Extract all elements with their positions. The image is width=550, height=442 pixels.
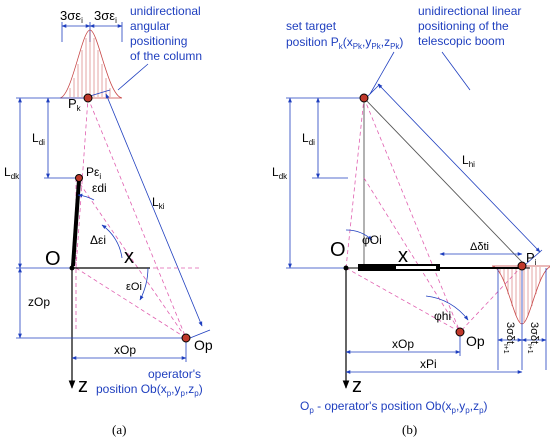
linear-note-line1-b: unidirectional linear [418, 4, 521, 18]
op-point-a [181, 333, 191, 343]
operator-note-b: Op - operator's position Ob(xp,yp,zp) [300, 399, 488, 415]
delta-arc-a [101, 224, 123, 259]
operator-line2-a: position Ob(xp,yp,zp) [96, 382, 203, 398]
z-axis-label-b: z [352, 375, 362, 397]
xop-label-a: xOp [114, 343, 136, 357]
pk-point-b [359, 93, 369, 103]
linear-note-line3-b: telescopic boom [418, 34, 505, 48]
angular-distribution-a [59, 29, 123, 99]
sigma-label-right-b: 3σδti+1 [526, 322, 540, 354]
eoi-arc-a [139, 267, 149, 301]
edi-label-a: εdi [92, 181, 107, 195]
operator-line1-a: operator's [148, 367, 201, 381]
pi-label-b: Pi [526, 250, 537, 267]
annotation-note-a: unidirectional angular positioning of th… [130, 4, 202, 63]
note-a-line2: angular [130, 19, 170, 33]
target-note-b: set target position Pk(xPk,yPk,zPk) [286, 19, 403, 51]
op-dimensions-b [345, 334, 523, 374]
panel-b: set target position Pk(xPk,yPk,zPk) unid… [272, 4, 550, 437]
dimension-lines-b [286, 83, 543, 269]
op-dimensions-a [16, 267, 187, 362]
origin-point-a [69, 265, 75, 271]
phi-oi-label-b: φOi [362, 233, 382, 247]
delta-label-a: Δεi [90, 233, 106, 247]
caption-a: (a) [112, 422, 126, 437]
linear-note-leader-b [441, 51, 471, 91]
x-axis-label-b: x [398, 245, 408, 267]
pe-label-a: Pεi [86, 165, 101, 181]
sigma-dimensions-a [61, 22, 123, 42]
note-a-line4: of the column [130, 49, 202, 63]
target-line1-b: set target [286, 19, 337, 33]
linear-distribution-b [491, 265, 550, 370]
op-label-b: Op [466, 333, 485, 349]
construction-lines-b [345, 97, 523, 333]
linear-note-b: unidirectional linear positioning of the… [418, 4, 521, 48]
pk-label-a: Pk [68, 96, 82, 113]
origin-label-b: O [330, 239, 346, 261]
xpi-label-b: xPi [420, 357, 437, 371]
zop-label-a: zOp [28, 295, 50, 309]
eoi-label-a: εOi [126, 281, 142, 293]
pe-point-a [75, 174, 83, 182]
sigma-label-left-b: 3σδti+1 [502, 322, 516, 354]
ldi-label-a: Ldi [32, 131, 45, 147]
phi-hi-arc-b [425, 295, 469, 321]
phi-hi-label-b: φhi [434, 309, 451, 323]
target-line2-b: position Pk(xPk,yPk,zPk) [286, 35, 403, 51]
xop-label-b: xOp [392, 337, 414, 351]
x-axis-label-a: x [124, 246, 134, 268]
note-a-line3: positioning [130, 34, 187, 48]
construction-lines-a [75, 97, 200, 339]
origin-point-b [343, 265, 349, 271]
note-a-line1: unidirectional [130, 4, 201, 18]
origin-label-a: O [45, 248, 61, 270]
lhi-label-b: Lhi [462, 153, 475, 169]
z-axis-label-a: z [78, 375, 88, 397]
linear-note-line2-b: positioning of the [418, 19, 509, 33]
dimension-lines-a [16, 89, 211, 339]
phi-oi-arc-b [345, 229, 373, 241]
sigma-label-right-a: 3σεi [94, 8, 117, 25]
pk-point-a [83, 93, 93, 103]
ldk-label-a: Ldk [4, 165, 20, 181]
boom-slot-b [396, 266, 436, 269]
panel-a: 3σεi 3σεi unidirectional angular positio… [4, 4, 213, 437]
caption-b: (b) [402, 422, 417, 437]
sigma-label-left-a: 3σεi [60, 8, 83, 25]
lki-label-a: Lki [152, 195, 165, 211]
ldi-label-b: Ldi [302, 131, 315, 147]
pi-point-b [517, 261, 527, 271]
boom-geometry-b [363, 97, 523, 268]
op-label-a: Op [194, 337, 213, 353]
edi-arc-a [77, 193, 95, 201]
ldk-label-b: Ldk [272, 165, 288, 181]
delta-dt-label-b: Δδti [470, 241, 489, 253]
note-a-leader [117, 63, 149, 91]
target-leader-b [369, 51, 395, 95]
op-point-b [455, 327, 465, 337]
